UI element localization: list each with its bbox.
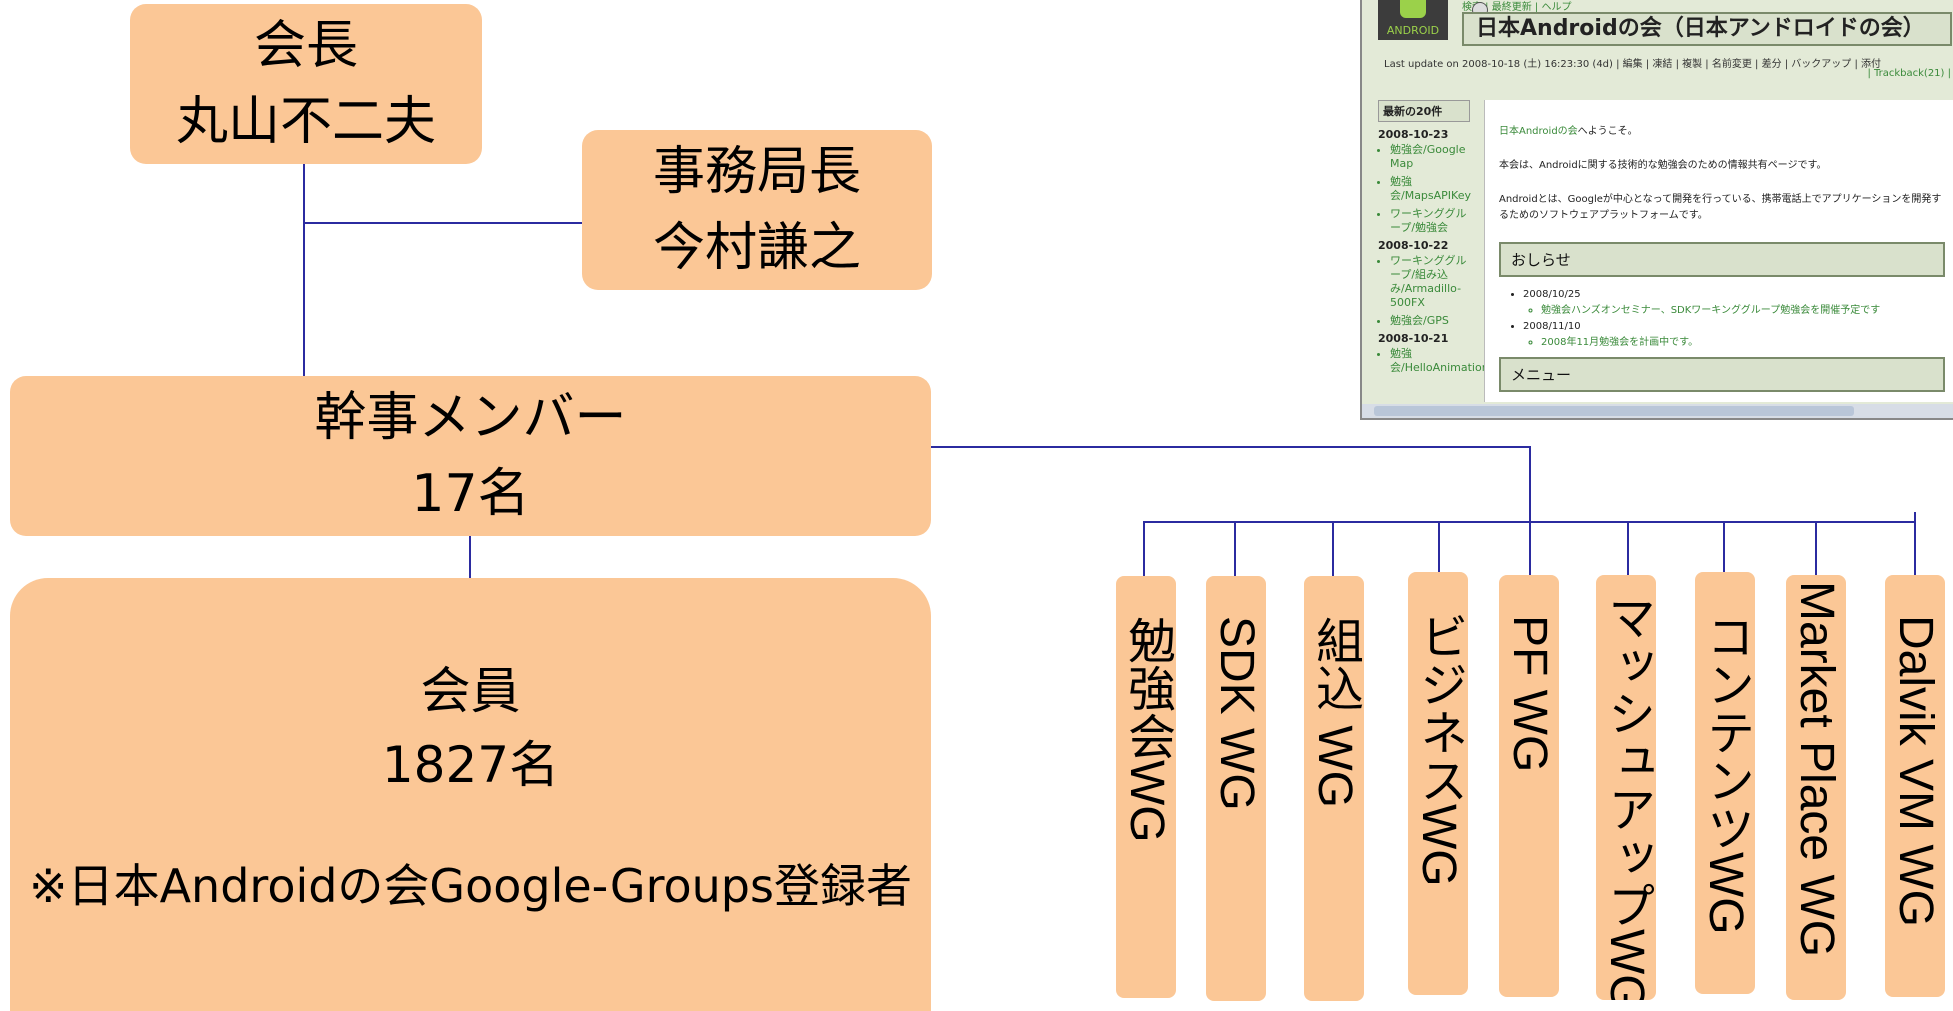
- connector-wg-8: [1815, 521, 1817, 576]
- wg-sdk: SDK WG: [1206, 576, 1266, 1001]
- sidebar-heading: 最新の20件: [1378, 100, 1470, 122]
- connector-wg-drop: [1529, 446, 1531, 576]
- wiki-sidebar: 最新の20件 2008-10-23 勉強会/Google Map 勉強会/Map…: [1378, 100, 1489, 379]
- connector-wg-3: [1332, 521, 1334, 577]
- logo-text: ANDROID: [1386, 24, 1440, 37]
- wiki-last-update: Last update on 2008-10-18 (土) 16:23:30 (…: [1384, 59, 1882, 70]
- wg-contents: コンテンツWG: [1695, 572, 1755, 994]
- wg-label: PF WG: [1503, 615, 1556, 773]
- wg-mashup: マッシュアップWG: [1596, 575, 1656, 1000]
- scrollbar-thumb[interactable]: [1374, 406, 1854, 416]
- board-box: 幹事メンバー 17名: [10, 376, 931, 536]
- sidebar-date: 2008-10-22: [1378, 239, 1449, 252]
- connector-wg-1: [1143, 521, 1145, 577]
- connector-board-members: [469, 535, 471, 580]
- sidebar-date: 2008-10-23: [1378, 128, 1449, 141]
- wg-label: 勉強会WG: [1120, 616, 1173, 843]
- board-title: 幹事メンバー: [314, 388, 627, 448]
- news-date: 2008/10/25: [1523, 289, 1581, 300]
- secretary-title: 事務局長: [652, 142, 861, 202]
- connector-wg-4: [1438, 521, 1440, 573]
- android-logo: ANDROID: [1378, 0, 1448, 40]
- wiki-main-content: 日本Androidの会へようこそ。 本会は、Androidに関する技術的な勉強会…: [1484, 100, 1953, 402]
- sidebar-link[interactable]: 勉強会/Google Map: [1390, 143, 1470, 171]
- welcome-text: へようこそ。: [1577, 126, 1638, 137]
- wg-label: SDK WG: [1210, 616, 1263, 811]
- connector-wg-9: [1914, 512, 1916, 576]
- wg-label: コンテンツWG: [1699, 612, 1752, 935]
- wg-label: Dalvik VM WG: [1889, 615, 1942, 927]
- android-robot-icon: [1400, 0, 1426, 18]
- wg-dalvik: Dalvik VM WG: [1885, 575, 1945, 997]
- news-link[interactable]: 2008年11月勉強会を計画中です。: [1541, 335, 1945, 351]
- intro-text-1: 本会は、Androidに関する技術的な勉強会のための情報共有ページです。: [1499, 160, 1827, 171]
- sidebar-link[interactable]: 勉強会/HelloAnimation: [1390, 347, 1489, 375]
- board-count: 17名: [411, 464, 530, 524]
- connector-president-board: [303, 163, 305, 378]
- wg-embedded: 組込 WG: [1304, 576, 1364, 1001]
- sidebar-link[interactable]: 勉強会/GPS: [1390, 314, 1470, 328]
- wiki-screenshot: ANDROID 検索 | 最終更新 | ヘルプ 日本Androidの会（日本アン…: [1360, 0, 1953, 420]
- connector-wg-7: [1723, 521, 1725, 573]
- connector-secretary: [304, 222, 582, 224]
- president-title: 会長: [253, 16, 358, 76]
- president-name: 丸山不二夫: [175, 92, 436, 152]
- members-title: 会員: [420, 662, 521, 720]
- secretary-box: 事務局長 今村謙之: [582, 130, 932, 290]
- sidebar-date: 2008-10-21: [1378, 332, 1449, 345]
- sidebar-link[interactable]: ワーキンググループ/勉強会: [1390, 207, 1470, 235]
- wg-label: 組込 WG: [1308, 616, 1361, 808]
- connector-wg-bar: [1143, 521, 1916, 523]
- welcome-link[interactable]: 日本Androidの会: [1499, 126, 1578, 137]
- wiki-top-menu[interactable]: 検索 | 最終更新 | ヘルプ: [1462, 2, 1572, 13]
- secretary-name: 今村謙之: [652, 218, 861, 278]
- president-box: 会長 丸山不二夫: [130, 4, 482, 164]
- wiki-trackback-link[interactable]: | Trackback(21) |: [1867, 68, 1951, 79]
- connector-board-wg: [930, 446, 1531, 448]
- wg-label: ビジネスWG: [1412, 612, 1465, 887]
- horizontal-scrollbar[interactable]: [1362, 404, 1953, 418]
- intro-text-2: Androidとは、Googleが中心となって開発を行っている、携帯電話上でアプ…: [1499, 194, 1942, 221]
- section-news-heading: おしらせ: [1499, 242, 1945, 277]
- wg-business: ビジネスWG: [1408, 572, 1468, 995]
- news-list: 2008/10/25 勉強会ハンズオンセミナー、SDKワーキンググループ勉強会を…: [1499, 287, 1945, 351]
- wg-pf: PF WG: [1499, 575, 1559, 997]
- news-date: 2008/11/10: [1523, 321, 1581, 332]
- wg-label: Market Place WG: [1790, 581, 1843, 958]
- connector-wg-6: [1627, 521, 1629, 575]
- section-menu-heading: メニュー: [1499, 357, 1945, 392]
- members-box: 会員 1827名 ※日本Androidの会Google-Groups登録者: [10, 578, 931, 1011]
- wiki-title: 日本Androidの会（日本アンドロイドの会）: [1462, 12, 1952, 46]
- members-count: 1827名: [381, 736, 560, 794]
- wg-marketplace: Market Place WG: [1786, 575, 1846, 1000]
- connector-wg-2: [1234, 521, 1236, 577]
- sidebar-link[interactable]: ワーキンググループ/組み込み/Armadillo-500FX: [1390, 254, 1470, 310]
- news-link[interactable]: 勉強会ハンズオンセミナー、SDKワーキンググループ勉強会を開催予定です: [1541, 303, 1945, 319]
- wg-benkyokai: 勉強会WG: [1116, 576, 1176, 998]
- sidebar-link[interactable]: 勉強会/MapsAPIKey: [1390, 175, 1471, 203]
- wg-label: マッシュアップWG: [1600, 593, 1653, 1000]
- members-note: ※日本Androidの会Google-Groups登録者: [29, 859, 912, 913]
